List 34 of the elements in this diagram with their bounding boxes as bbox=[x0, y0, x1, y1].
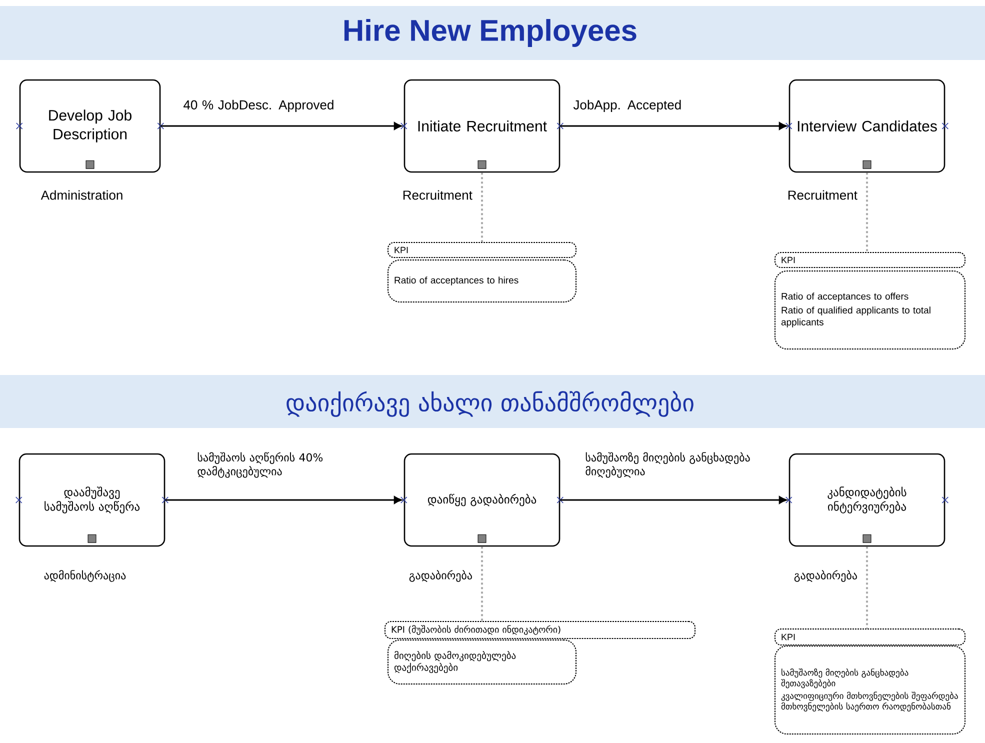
process-box: დაიწყე გადაბირება bbox=[404, 453, 560, 547]
kpi-box: სამუშაოზე მიღების განცხადება შეთავაზებები კვალიფიციური მთხოვნელების შეფარდება მთხოვნელების საერთო რაოდენობასთან bbox=[774, 646, 966, 734]
edge-label: სამუშაოზე მიღების განცხადება მიღებულია bbox=[586, 452, 750, 478]
connector-line bbox=[481, 172, 483, 242]
process-box: Interview Candidates bbox=[788, 79, 946, 173]
lane-label: გადაბირება bbox=[794, 570, 857, 582]
title: Hire New Employees bbox=[344, 19, 636, 47]
connector-line bbox=[866, 172, 868, 252]
kpi-box: Ratio of acceptances to hires bbox=[388, 260, 576, 302]
process-box: დაამუშავე სამუშაოს აღწერა bbox=[18, 453, 166, 547]
process-box: Initiate Recruitment bbox=[404, 79, 560, 173]
edge-label: JobApp. Accepted bbox=[573, 100, 681, 112]
kpi-header: KPI (მუშაობის ძირითადი ინდიკატორი) bbox=[384, 621, 696, 639]
edge-label: სამუშაოს აღწერის 40% დამტკიცებულია bbox=[198, 452, 323, 478]
lane-label: Recruitment bbox=[788, 190, 858, 200]
process-box: Develop Job Description bbox=[19, 79, 161, 173]
process-box: კანდიდატების ინტერვიურება bbox=[788, 453, 946, 547]
kpi-box: Ratio of acceptances to offers Ratio of qualified applicants to total applicants bbox=[774, 270, 966, 350]
lane-label: Recruitment bbox=[403, 190, 472, 200]
kpi-header: KPI bbox=[774, 628, 966, 646]
kpi-box: მიღების დამოკიდებულება დაქირავებები bbox=[388, 640, 576, 684]
arrow bbox=[560, 496, 788, 504]
connector-line bbox=[866, 546, 868, 628]
connector-line bbox=[481, 546, 483, 621]
kpi-header: KPI bbox=[774, 252, 966, 268]
title: დაიქირავე ახალი თანამშრომლები bbox=[286, 391, 694, 417]
lane-label: Administration bbox=[40, 190, 122, 200]
lane-label: ადმინისტრაცია bbox=[44, 570, 126, 582]
lane-label: გადაბირება bbox=[409, 570, 472, 582]
kpi-header: KPI bbox=[388, 242, 576, 258]
arrow bbox=[560, 122, 788, 130]
arrow bbox=[160, 122, 402, 130]
arrow bbox=[165, 496, 402, 504]
edge-label: 40 % JobDesc. Approved bbox=[184, 100, 334, 112]
